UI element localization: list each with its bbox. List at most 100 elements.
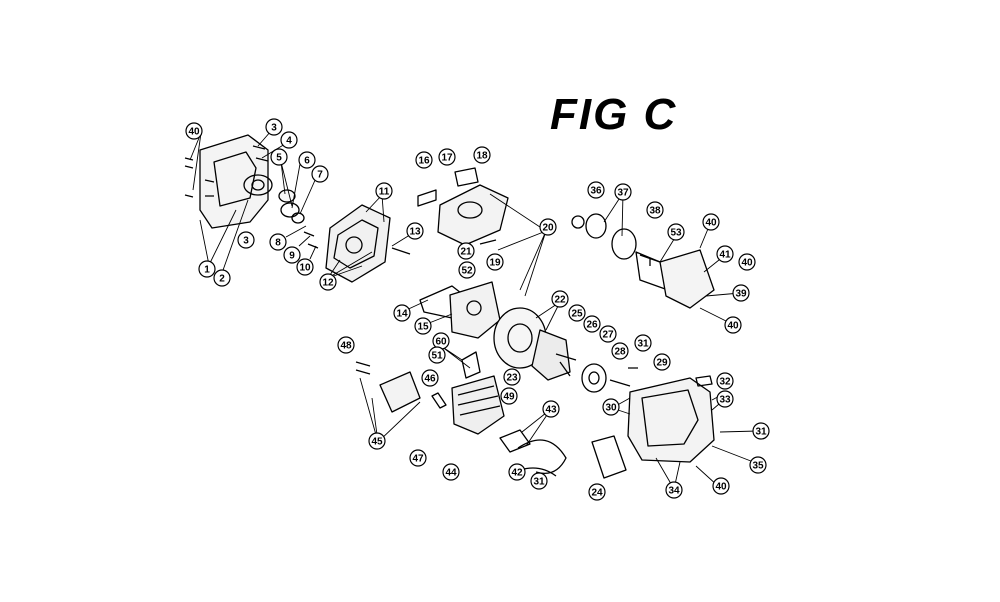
callout-13: 13 <box>406 222 424 240</box>
callout-number: 41 <box>719 250 731 261</box>
callout-number: 18 <box>476 151 488 162</box>
callout-number: 40 <box>741 258 753 269</box>
callout-39: 39 <box>732 284 750 302</box>
callout-number: 9 <box>289 251 295 262</box>
callout-number: 40 <box>715 482 727 493</box>
callout-number: 23 <box>506 373 518 384</box>
callout-circle <box>599 325 617 343</box>
callout-circle <box>269 233 287 251</box>
callout-circle <box>738 253 756 271</box>
callout-51: 51 <box>428 346 446 364</box>
callout-number: 45 <box>371 437 383 448</box>
callout-number: 40 <box>188 127 200 138</box>
callout-19: 19 <box>486 253 504 271</box>
callout-number: 20 <box>542 223 554 234</box>
callout-circle <box>500 387 518 405</box>
callout-number: 40 <box>705 218 717 229</box>
callout-circle <box>375 182 393 200</box>
callout-circle <box>724 316 742 334</box>
callout-31: 31 <box>752 422 770 440</box>
callout-number: 2 <box>219 274 225 285</box>
callout-circle <box>749 456 767 474</box>
callout-41: 41 <box>716 245 734 263</box>
callout-23: 23 <box>503 368 521 386</box>
callout-21: 21 <box>457 242 475 260</box>
callout-circle <box>428 346 446 364</box>
callout-number: 60 <box>435 337 447 348</box>
callout-circle <box>587 181 605 199</box>
callout-number: 1 <box>204 265 210 276</box>
callout-circle <box>414 317 432 335</box>
callout-26: 26 <box>583 315 601 333</box>
callout-3: 3 <box>237 231 255 249</box>
callout-number: 30 <box>605 403 617 414</box>
callout-circle <box>530 472 548 490</box>
callout-2: 2 <box>213 269 231 287</box>
callout-52: 52 <box>458 261 476 279</box>
callout-number: 47 <box>412 454 424 465</box>
callout-number: 7 <box>317 170 323 181</box>
callout-circle <box>611 342 629 360</box>
callout-circle <box>614 183 632 201</box>
callout-34: 34 <box>665 481 683 499</box>
callout-number: 22 <box>554 295 566 306</box>
callout-7: 7 <box>311 165 329 183</box>
callout-circle <box>588 483 606 501</box>
callout-circle <box>415 151 433 169</box>
callout-40: 40 <box>724 316 742 334</box>
callout-6: 6 <box>298 151 316 169</box>
callout-circle <box>393 304 411 322</box>
callout-number: 21 <box>460 247 472 258</box>
callout-36: 36 <box>587 181 605 199</box>
callout-40: 40 <box>738 253 756 271</box>
callout-number: 26 <box>586 320 598 331</box>
callout-circle <box>337 336 355 354</box>
callout-circle <box>280 131 298 149</box>
callout-45: 45 <box>368 432 386 450</box>
callout-number: 16 <box>418 156 430 167</box>
callout-number: 43 <box>545 405 557 416</box>
callout-number: 4 <box>286 136 292 147</box>
callout-circle <box>438 148 456 166</box>
callout-40: 40 <box>702 213 720 231</box>
callout-circle <box>473 146 491 164</box>
callout-number: 25 <box>571 309 583 320</box>
callout-47: 47 <box>409 449 427 467</box>
callout-circle <box>213 269 231 287</box>
callout-circle <box>732 284 750 302</box>
callout-number: 49 <box>503 392 515 403</box>
callout-circle <box>508 463 526 481</box>
callout-circle <box>421 369 439 387</box>
callout-number: 35 <box>752 461 764 472</box>
callout-4: 4 <box>280 131 298 149</box>
drive-assembly-part <box>571 213 715 309</box>
callout-30: 30 <box>602 398 620 416</box>
rear-housing-part <box>609 367 715 463</box>
callout-number: 28 <box>614 347 626 358</box>
figure-title: FIG C <box>550 90 678 139</box>
callout-number: 32 <box>719 377 731 388</box>
callout-circle <box>539 218 557 236</box>
callout-circle <box>298 151 316 169</box>
callout-9: 9 <box>283 246 301 264</box>
callout-number: 24 <box>591 488 603 499</box>
callout-17: 17 <box>438 148 456 166</box>
callout-number: 44 <box>445 468 457 479</box>
callout-circle <box>653 353 671 371</box>
callout-28: 28 <box>611 342 629 360</box>
callout-43: 43 <box>542 400 560 418</box>
callout-number: 17 <box>441 153 453 164</box>
callout-number: 13 <box>409 227 421 238</box>
callout-40: 40 <box>185 122 203 140</box>
callout-1: 1 <box>198 260 216 278</box>
callout-33: 33 <box>716 390 734 408</box>
callout-14: 14 <box>393 304 411 322</box>
callout-circle <box>296 258 314 276</box>
callout-circle <box>702 213 720 231</box>
carburetor-part <box>419 281 501 339</box>
callout-25: 25 <box>568 304 586 322</box>
callout-number: 31 <box>533 477 545 488</box>
callout-3: 3 <box>265 118 283 136</box>
callout-46: 46 <box>421 369 439 387</box>
